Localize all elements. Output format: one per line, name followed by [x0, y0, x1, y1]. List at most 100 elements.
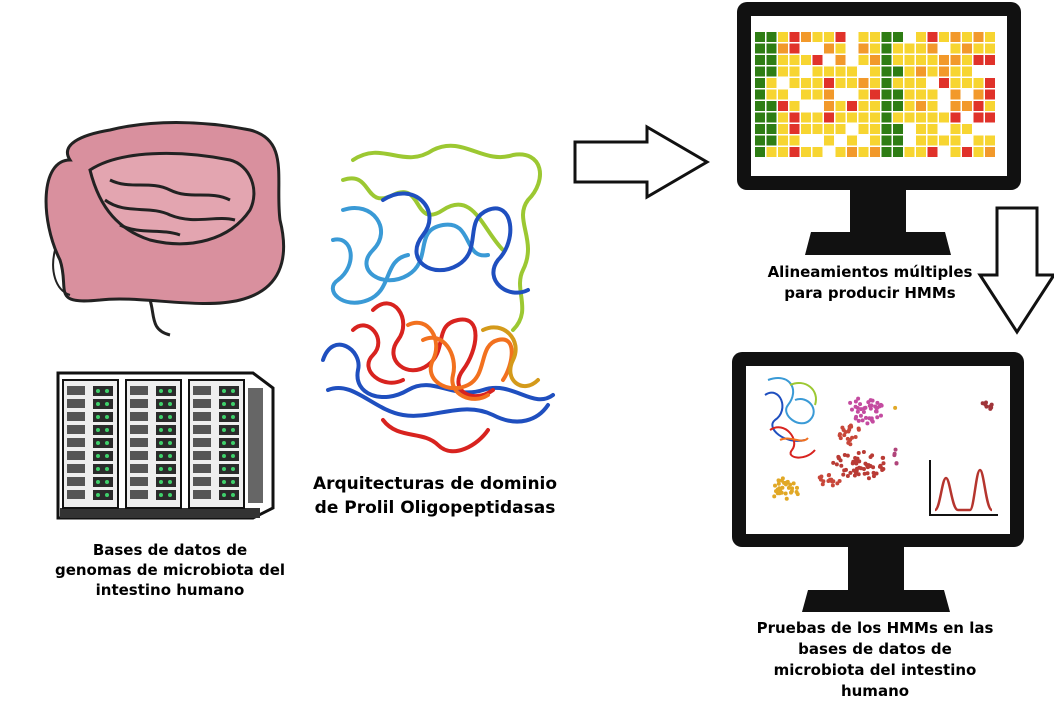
alignment-cell — [812, 55, 823, 65]
alignment-cell — [801, 112, 811, 123]
scatter-point — [856, 451, 861, 456]
scatter-point — [983, 402, 988, 407]
alignment-cell — [973, 43, 984, 54]
alignment-cell — [755, 43, 765, 54]
rack-led — [159, 480, 163, 484]
scatter-point — [875, 400, 880, 405]
scatter-point — [861, 466, 866, 471]
alignment-cell — [835, 55, 846, 65]
alignment-cell — [778, 147, 788, 157]
rack-slot — [130, 412, 148, 421]
alignment-cell — [870, 112, 880, 123]
scatter-point — [835, 481, 840, 486]
alignment-cell — [927, 101, 938, 111]
alignment-cell — [927, 124, 938, 134]
alignment-cell — [881, 124, 892, 134]
alignment-cell — [916, 55, 926, 65]
alignment-cell — [904, 43, 915, 54]
alignment-cell — [801, 55, 811, 65]
alignment-cell — [927, 135, 938, 146]
scatter-point — [871, 470, 876, 475]
alignment-cell — [778, 66, 788, 77]
alignment-cell — [870, 147, 880, 157]
rack-slot — [130, 438, 148, 447]
rack-led — [168, 467, 172, 471]
alignment-cell — [973, 135, 984, 146]
rack-slot — [130, 477, 148, 486]
alignment-cell — [858, 101, 869, 111]
rack-slot — [193, 438, 211, 447]
alignment-cell — [847, 66, 857, 77]
alignment-cell — [824, 101, 834, 111]
testing-caption-line: Pruebas de los HMMs en las — [756, 619, 994, 637]
rack-slot — [67, 451, 85, 460]
rack-led — [231, 480, 235, 484]
alignment-cell — [755, 101, 765, 111]
alignment-cell — [778, 89, 788, 100]
rack-led — [96, 389, 100, 393]
protein-strand — [341, 206, 490, 283]
alignment-cell — [939, 135, 949, 146]
alignment-cell — [789, 135, 800, 146]
alignment-cell — [927, 32, 938, 42]
alignment-cell — [789, 55, 800, 65]
scatter-point — [878, 413, 883, 418]
alignment-cell — [962, 101, 972, 111]
alignment-cell — [847, 101, 857, 111]
scatter-point — [875, 415, 880, 420]
alignment-cell — [904, 66, 915, 77]
scatter-point — [842, 452, 847, 457]
alignment-cell — [778, 135, 788, 146]
scatter-point — [836, 456, 841, 461]
alignment-cell — [835, 112, 846, 123]
alignment-cell — [927, 43, 938, 54]
scatter-point — [772, 494, 777, 499]
rack-slot — [193, 464, 211, 473]
rack-light-panel — [156, 399, 176, 409]
scatter-point — [849, 424, 854, 429]
scatter-point — [848, 437, 853, 442]
scatter-point — [773, 483, 778, 488]
alignment-cell — [893, 101, 903, 111]
alignment-cell — [870, 135, 880, 146]
rack-led — [159, 428, 163, 432]
alignment-cell — [985, 78, 995, 88]
scatter-point — [869, 403, 874, 408]
protein-caption-line: Arquitecturas de dominio — [312, 474, 558, 494]
rack-slot — [67, 412, 85, 421]
scatter-point — [848, 400, 853, 405]
scatter-point — [871, 465, 876, 470]
alignment-cell — [755, 89, 765, 100]
alignment-cell — [962, 147, 972, 157]
alignment-cell — [835, 66, 846, 77]
scatter-point — [881, 461, 886, 466]
alignment-cell — [847, 112, 857, 123]
alignment-cell — [962, 43, 972, 54]
rack-light-panel — [93, 477, 113, 487]
alignment-cell — [835, 101, 846, 111]
scatter-point — [865, 421, 870, 426]
alignment-cell — [881, 112, 892, 123]
rack-led — [231, 467, 235, 471]
scatter-point — [989, 402, 994, 407]
alignment-cell — [755, 135, 765, 146]
rack-led — [159, 415, 163, 419]
alignment-cell — [766, 43, 777, 54]
rack-led — [105, 493, 109, 497]
alignment-cell — [973, 32, 984, 42]
scatter-point — [861, 409, 866, 414]
alignment-cell — [858, 43, 869, 54]
rack-led — [231, 389, 235, 393]
alignment-caption-line: para producir HMMs — [784, 284, 956, 302]
alignment-cell — [789, 78, 800, 88]
alignment-cell — [927, 55, 938, 65]
alignment-cell — [881, 135, 892, 146]
rack-light-panel — [156, 425, 176, 435]
alignment-cell — [766, 78, 777, 88]
scatter-point — [821, 479, 826, 484]
alignment-cell — [893, 124, 903, 134]
rack-light-panel — [156, 412, 176, 422]
alignment-cell — [985, 112, 995, 123]
alignment-cell — [801, 124, 811, 134]
mini-protein — [764, 377, 817, 459]
